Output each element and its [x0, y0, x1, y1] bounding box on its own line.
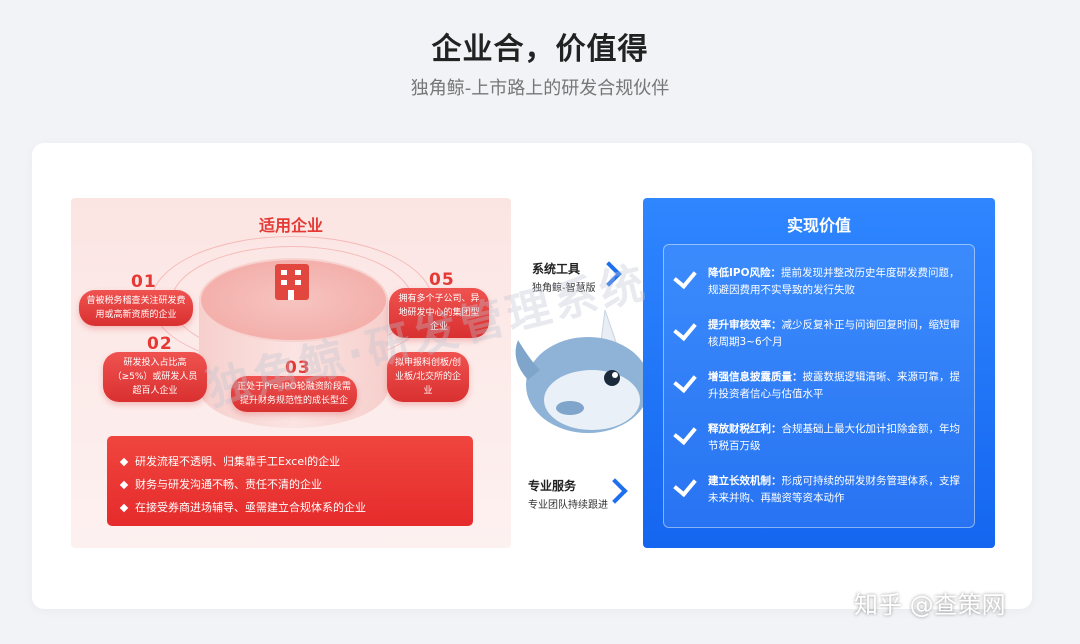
item-number: 03	[285, 358, 311, 378]
service-title: 专业服务	[528, 479, 577, 493]
system-tool-label: 系统工具 独角鲸-智慧版	[532, 260, 596, 294]
item-number: 01	[131, 272, 157, 292]
applicable-item-4: 拟申报科创板/创业板/北交所的企业	[387, 352, 469, 402]
pain-points-box: 研发流程不透明、归集靠手工Excel的企业 财务与研发沟通不畅、责任不清的企业 …	[107, 436, 473, 526]
system-tool-subtitle: 独角鲸-智慧版	[532, 283, 596, 294]
building-icon	[275, 264, 309, 300]
applicable-companies-panel: 适用企业 01 曾被税务稽查关注研发费用或高新资质的企业 02 研发投入占比高（…	[71, 198, 511, 548]
check-icon	[673, 420, 697, 446]
value-panel: 实现价值 降低IPO风险：提前发现并整改历史年度研发费问题，规避因费用不实导致的…	[643, 198, 995, 548]
item-number: 05	[429, 270, 455, 290]
narwhal-mascot-icon	[515, 309, 650, 433]
check-icon	[673, 316, 697, 342]
pain-point-item: 财务与研发沟通不畅、责任不清的企业	[119, 476, 322, 492]
value-item: 释放财税红利：合规基础上最大化加计扣除金额，年均节税百万级	[673, 420, 964, 461]
page-title: 企业合，价值得	[431, 32, 649, 67]
diamond-icon	[119, 480, 129, 490]
professional-service-label: 专业服务 专业团队持续跟进	[528, 477, 608, 511]
service-subtitle: 专业团队持续跟进	[528, 500, 608, 511]
pain-point-item: 研发流程不透明、归集靠手工Excel的企业	[119, 453, 340, 469]
value-item: 降低IPO风险：提前发现并整改历史年度研发费问题，规避因费用不实导致的发行失败	[673, 264, 964, 305]
system-tool-title: 系统工具	[532, 262, 581, 276]
applicable-item-2: 研发投入占比高（≥5%）或研发人员超百人企业	[103, 352, 207, 402]
value-panel-title: 实现价值	[786, 216, 851, 235]
value-item: 增强信息披露质量：披露数据逻辑清晰、来源可靠，提升投资者信心与估值水平	[673, 368, 964, 409]
applicable-companies-title: 适用企业	[258, 216, 323, 235]
diamond-icon	[119, 457, 129, 467]
item-number: 02	[147, 334, 173, 354]
value-list: 降低IPO风险：提前发现并整改历史年度研发费问题，规避因费用不实导致的发行失败 …	[663, 244, 975, 528]
footer-watermark: 知乎 @查策网	[854, 591, 1006, 619]
check-icon	[673, 472, 697, 498]
check-icon	[673, 264, 697, 290]
applicable-item-5: 拥有多个子公司、异地研发中心的集团型企业	[389, 288, 489, 338]
value-item: 提升审核效率：减少反复补正与问询回复时间，缩短审核周期3~6个月	[673, 316, 964, 357]
page-subtitle: 独角鲸-上市路上的研发合规伙伴	[410, 78, 670, 99]
pain-point-item: 在接受券商进场辅导、亟需建立合规体系的企业	[119, 499, 366, 515]
check-icon	[673, 368, 697, 394]
applicable-item-3: 正处于Pre-IPO轮融资阶段需提升财务规范性的成长型企	[231, 376, 357, 412]
diamond-icon	[119, 503, 129, 513]
applicable-item-1: 曾被税务稽查关注研发费用或高新资质的企业	[79, 290, 193, 326]
value-item: 建立长效机制：形成可持续的研发财务管理体系，支撑未来并购、再融资等资本动作	[673, 472, 964, 513]
